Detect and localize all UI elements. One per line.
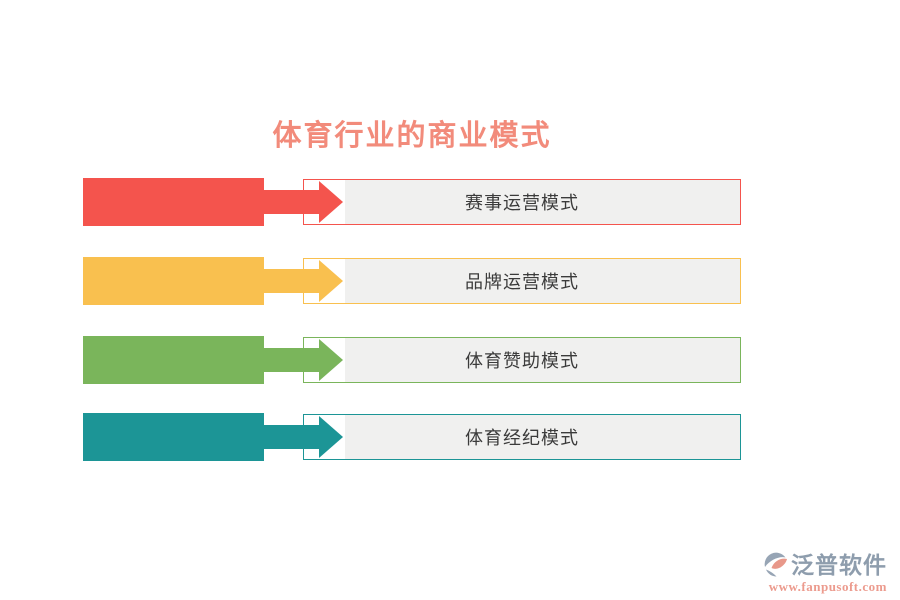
flow-row-sports-sponsorship: 体育赞助模式 bbox=[83, 336, 741, 384]
fanpu-logo-icon bbox=[764, 552, 787, 577]
arrow-head-icon bbox=[319, 339, 343, 381]
box-label: 体育经纪模式 bbox=[465, 428, 579, 448]
arrow-shaft bbox=[264, 348, 320, 372]
flow-row-event-operation: 赛事运营模式 bbox=[83, 178, 741, 226]
arrow-head-icon bbox=[319, 416, 343, 458]
box-label: 体育赞助模式 bbox=[465, 351, 579, 371]
box-label: 品牌运营模式 bbox=[465, 272, 579, 292]
arrow-head-icon bbox=[319, 181, 343, 223]
label-box: 赛事运营模式 bbox=[303, 179, 741, 225]
box-label: 赛事运营模式 bbox=[465, 193, 579, 213]
arrow-shaft bbox=[264, 190, 320, 214]
brand-logo: 泛普软件 www.fanpusoft.com bbox=[757, 552, 887, 595]
color-bar bbox=[83, 257, 264, 305]
label-box: 品牌运营模式 bbox=[303, 258, 741, 304]
flow-row-brand-operation: 品牌运营模式 bbox=[83, 257, 741, 305]
color-bar bbox=[83, 413, 264, 461]
color-bar bbox=[83, 336, 264, 384]
arrow-head-icon bbox=[319, 260, 343, 302]
color-bar bbox=[83, 178, 264, 226]
arrow-shaft bbox=[264, 425, 320, 449]
page-title: 体育行业的商业模式 bbox=[272, 120, 552, 152]
brand-name: 泛普软件 bbox=[791, 551, 887, 578]
label-box: 体育经纪模式 bbox=[303, 414, 741, 460]
brand-url: www.fanpusoft.com bbox=[768, 579, 887, 594]
arrow-shaft bbox=[264, 269, 320, 293]
label-box: 体育赞助模式 bbox=[303, 337, 741, 383]
flow-row-sports-brokerage: 体育经纪模式 bbox=[83, 413, 741, 461]
